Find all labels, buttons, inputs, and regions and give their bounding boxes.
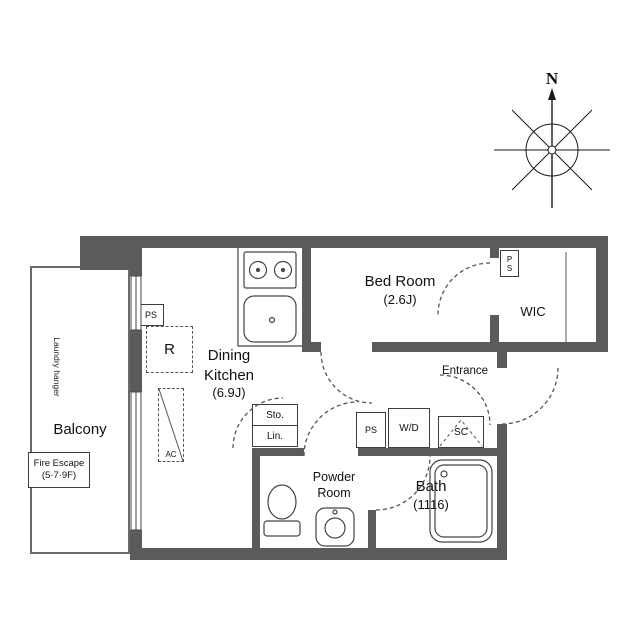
compass-rose-icon: N	[494, 69, 610, 208]
toilet-bowl	[267, 484, 297, 520]
door-arc-powder-room	[303, 401, 359, 457]
basin-faucet	[332, 509, 338, 515]
wall-left-b	[130, 330, 142, 392]
bath-size: (1116)	[413, 496, 449, 512]
balcony-outline	[30, 266, 130, 554]
wall-powder-left	[252, 448, 260, 548]
refrigerator-label: R	[164, 341, 175, 358]
wall-wic-left-a	[490, 248, 499, 258]
wall-wic-left-b	[490, 315, 499, 348]
storage-label: Sto.	[266, 409, 284, 421]
pipe-space-kitchen-box: PS	[138, 304, 164, 326]
basin-bowl	[324, 517, 346, 539]
ac-label: AC	[165, 450, 177, 459]
linen-label: Lin.	[266, 430, 284, 442]
burner-dot	[255, 267, 261, 273]
kitchen-unit-icon	[237, 248, 302, 347]
shoe-closet-label: SC	[454, 426, 468, 438]
powder-room-label: Powder Room	[298, 469, 370, 502]
burner-icon	[248, 260, 268, 280]
fire-escape-line2: (5·7·9F)	[41, 470, 77, 481]
washer-dryer-label: W/D	[399, 422, 419, 434]
shoe-closet-box: SC	[438, 416, 484, 448]
wall-right-upper	[596, 236, 608, 352]
wall-bedroom-left	[302, 248, 311, 352]
entrance-label: Entrance	[441, 365, 489, 377]
wall-bottom	[130, 548, 507, 560]
door-arc-bedroom	[320, 351, 373, 404]
ps-label: PS	[505, 254, 514, 273]
wall-top	[80, 236, 608, 248]
wic-label: WIC	[520, 304, 546, 319]
counter-edge	[237, 248, 302, 347]
sink-icon	[243, 295, 297, 343]
wall-entrance-right-upper	[497, 342, 507, 368]
bath-name: Bath	[415, 478, 447, 495]
air-conditioner-space: AC	[158, 388, 184, 462]
washbasin-icon	[315, 507, 355, 547]
refrigerator-space: R	[146, 326, 193, 373]
wall-bath-top	[358, 448, 497, 456]
powder-line2: Room	[317, 486, 351, 501]
wall-entrance-right-lower	[497, 424, 507, 560]
storage-box: Sto.	[252, 404, 298, 426]
dk-line2: Kitchen	[203, 366, 255, 384]
bedroom-name: Bed Room	[364, 273, 436, 290]
wall-powder-bath-divider	[368, 510, 376, 548]
wall-wic-bottom	[497, 342, 608, 352]
fire-escape-line1: Fire Escape	[33, 458, 85, 470]
door-arc-entrance	[501, 367, 559, 425]
toilet-tank	[263, 520, 301, 537]
wall-bedroom-bottom-stub	[311, 342, 321, 352]
basin-counter	[315, 507, 355, 547]
burner-icon	[273, 260, 293, 280]
dk-size: (6.9J)	[212, 385, 246, 400]
laundry-hanger-label: Laundry hanger	[52, 337, 62, 397]
dk-line1: Dining	[207, 347, 251, 364]
compass-circle	[525, 123, 579, 177]
powder-line1: Powder	[312, 470, 356, 484]
sink-drain	[268, 316, 276, 324]
washer-dryer-box: W/D	[388, 408, 430, 448]
compass-north-label: N	[546, 69, 559, 88]
linen-box: Lin.	[252, 425, 298, 447]
ps-label: PS	[364, 425, 377, 435]
dining-kitchen-label: Dining Kitchen (6.9J)	[164, 346, 294, 402]
window-glass	[130, 391, 142, 531]
compass-diagonal-ray	[511, 109, 593, 191]
ps-label: PS	[144, 310, 157, 320]
bath-label: Bath (1116)	[396, 477, 466, 513]
fire-escape-sign: Fire Escape (5·7·9F)	[28, 452, 90, 488]
wall-left-a	[130, 236, 142, 276]
wall-bedroom-bottom	[372, 342, 497, 352]
balcony-label: Balcony	[53, 421, 107, 438]
bedroom-size: (2.6J)	[383, 291, 417, 307]
wall-top-left-block	[80, 236, 130, 270]
compass-diagonal-ray	[511, 109, 593, 191]
compass-hub	[547, 145, 557, 155]
stove-icon	[243, 251, 297, 289]
compass-north-arrow	[548, 88, 556, 100]
wall-powder-top-a	[252, 448, 304, 456]
toilet-icon	[263, 484, 301, 537]
pipe-space-wic-box: PS	[500, 250, 519, 277]
wall-left-c	[130, 530, 142, 560]
pipe-space-hall-box: PS	[356, 412, 386, 448]
burner-dot	[280, 267, 286, 273]
bedroom-label: Bed Room (2.6J)	[313, 272, 487, 308]
